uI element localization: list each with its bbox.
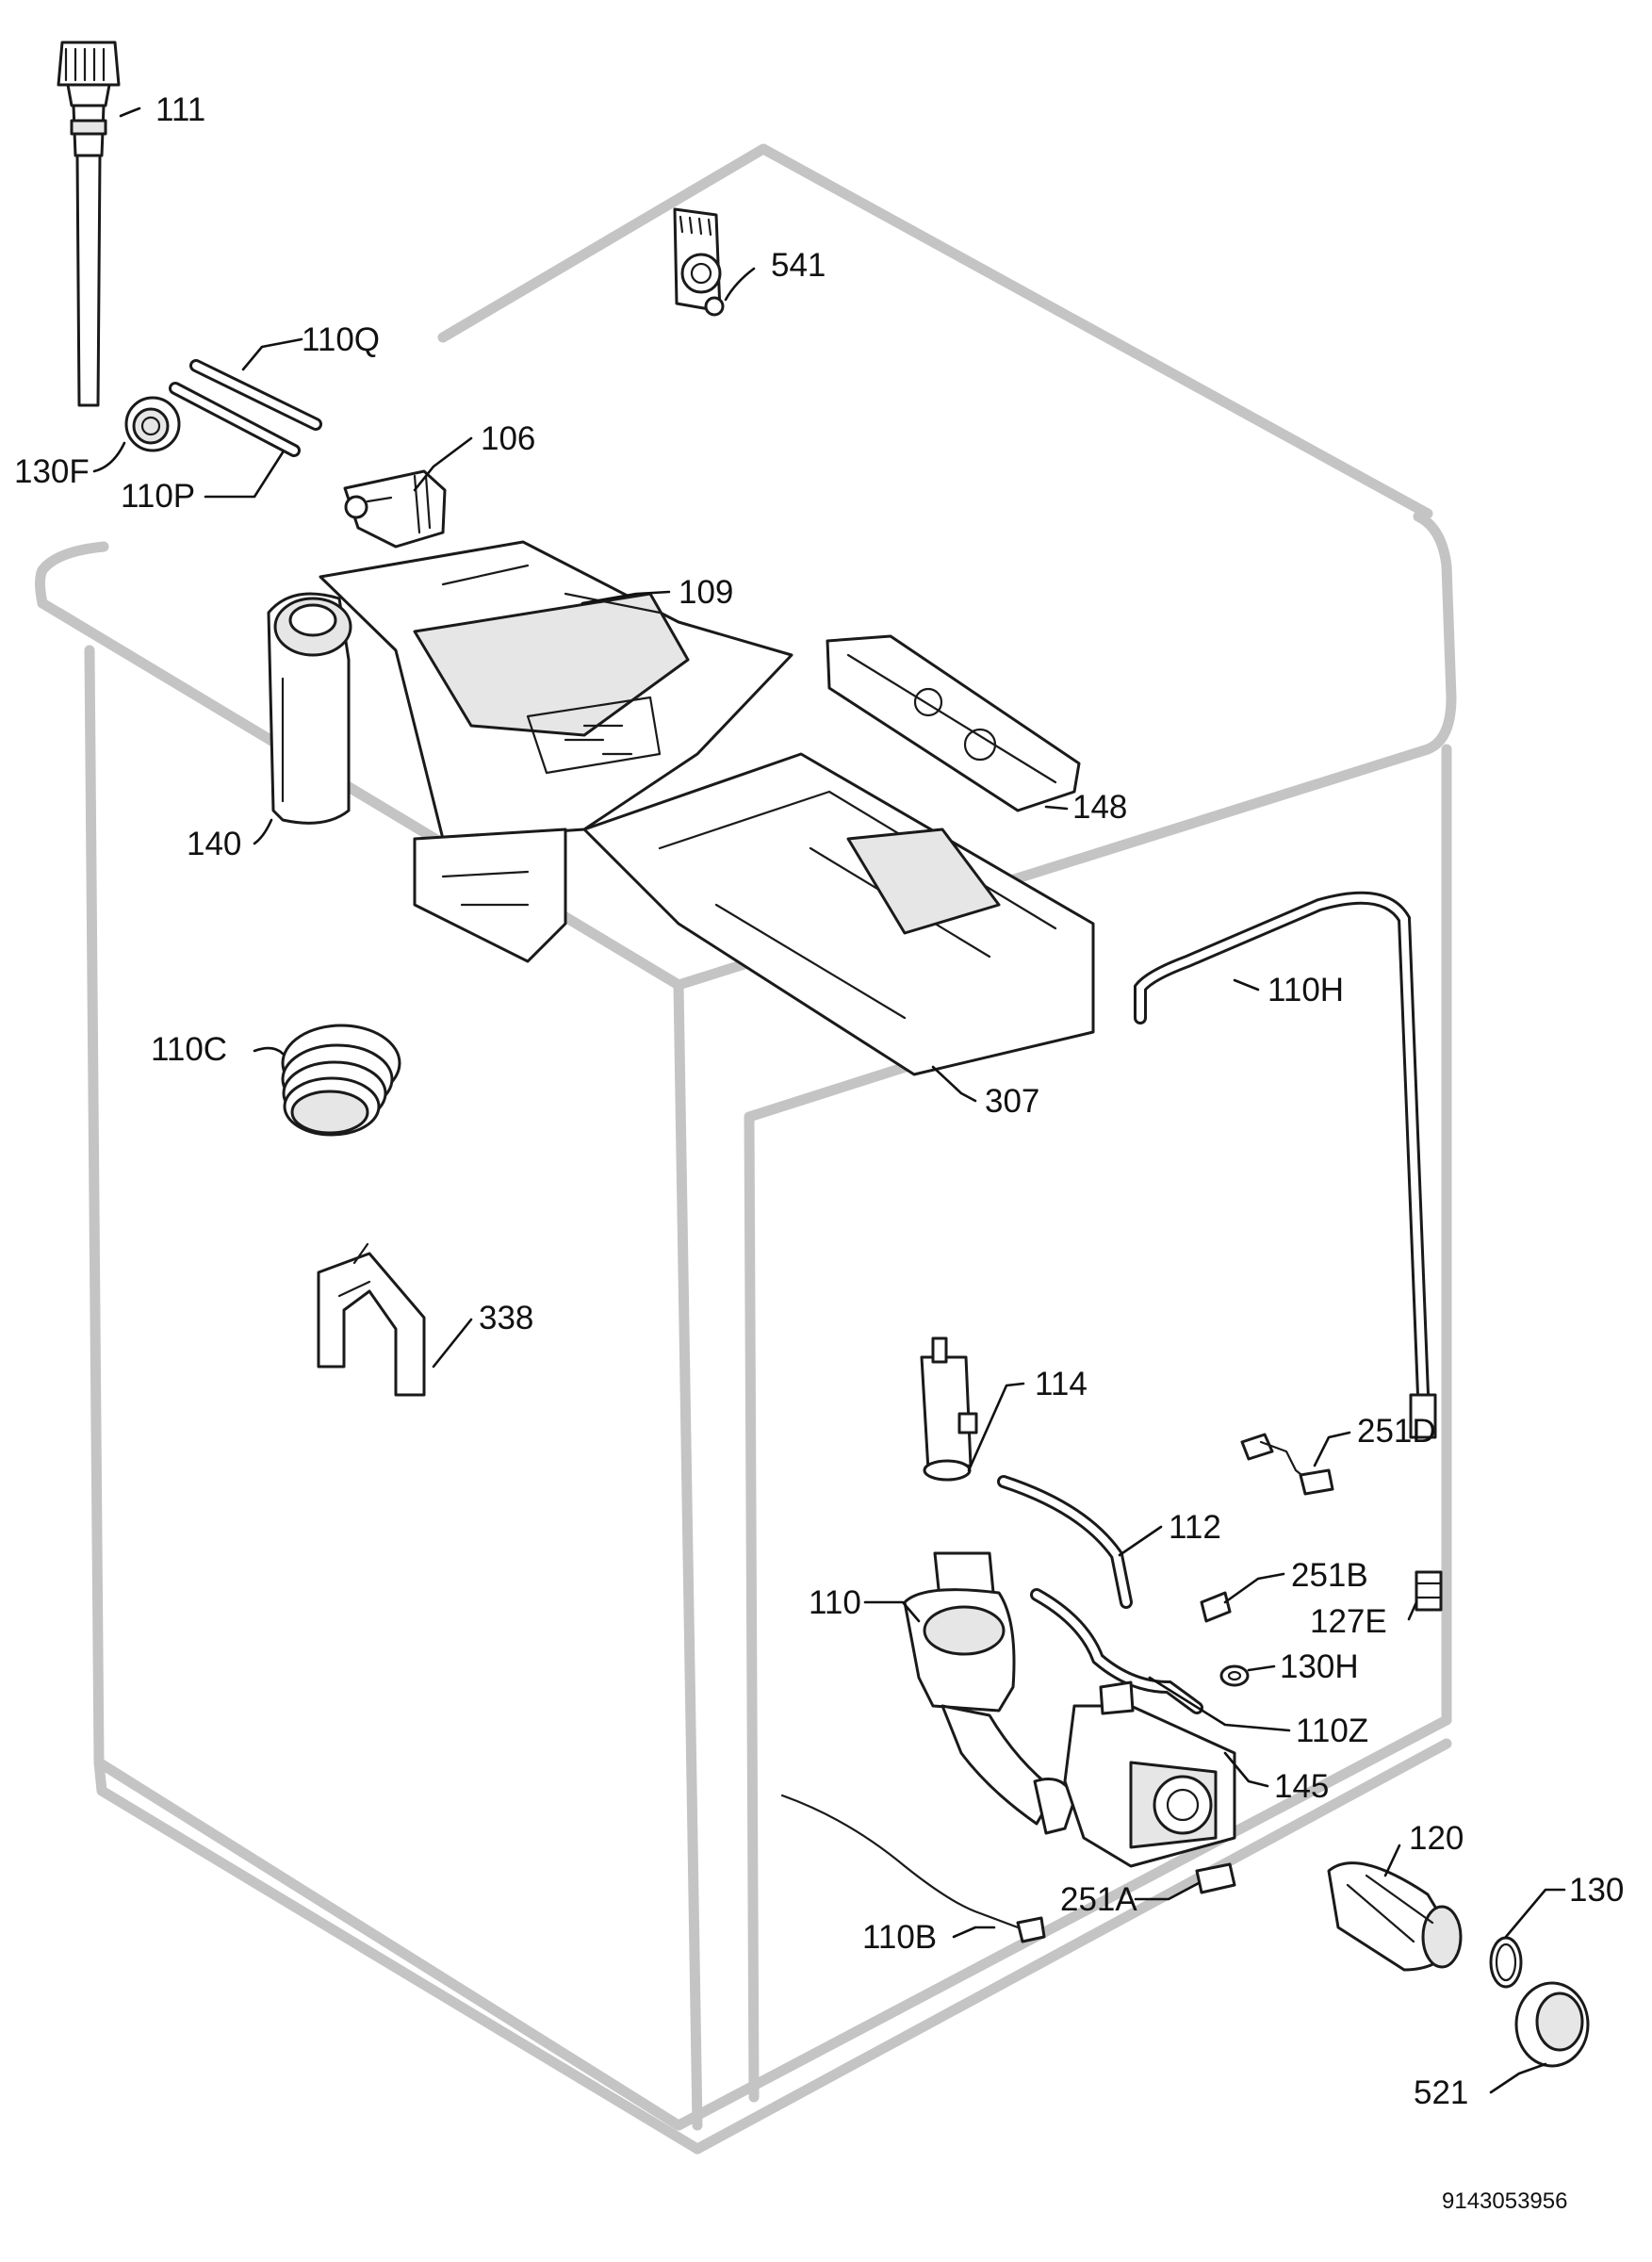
cabinet-outline	[35, 143, 1457, 2155]
callout-112: 112	[1169, 1509, 1221, 1546]
bellows-110C	[281, 1024, 401, 1137]
callout-140: 140	[187, 826, 241, 862]
callout-110B: 110B	[862, 1919, 937, 1956]
diagram-reference-number: 9143053956	[1442, 2188, 1567, 2214]
callout-521: 521	[1414, 2074, 1468, 2111]
callout-labels: 111 541 110Q 130F 110P 106 109 140 148 1…	[14, 91, 1624, 2111]
wiring-251D	[1240, 1433, 1334, 1496]
tube-110P	[169, 382, 301, 457]
leader-lines	[92, 107, 1566, 2094]
callout-541: 541	[771, 247, 826, 284]
pipe-140	[267, 592, 352, 825]
callout-110Q: 110Q	[302, 321, 380, 358]
sensor-114	[920, 1336, 978, 1482]
callout-127E: 127E	[1310, 1603, 1387, 1640]
sump-110	[903, 1551, 1076, 1835]
cable-110B	[780, 1794, 1046, 1943]
callout-130F: 130F	[14, 453, 90, 490]
callout-338: 338	[479, 1300, 533, 1336]
callout-251D: 251D	[1357, 1413, 1436, 1450]
callout-130: 130	[1569, 1872, 1624, 1909]
tube-110Q	[189, 359, 322, 431]
hose-112	[997, 1475, 1133, 1609]
callout-307: 307	[985, 1083, 1039, 1120]
callout-110P: 110P	[121, 478, 195, 515]
bracket-541	[673, 207, 725, 317]
callout-120: 120	[1409, 1820, 1464, 1857]
callout-145: 145	[1274, 1768, 1329, 1805]
callout-110: 110	[809, 1584, 861, 1621]
grommet-130H	[1219, 1664, 1250, 1687]
callout-148: 148	[1072, 789, 1127, 826]
fitting-127E	[1415, 1570, 1443, 1612]
callout-251A: 251A	[1060, 1881, 1137, 1918]
cap-521	[1514, 1981, 1590, 2068]
callout-110Z: 110Z	[1296, 1713, 1368, 1749]
callout-110H: 110H	[1268, 972, 1344, 1008]
callout-130H: 130H	[1280, 1648, 1359, 1685]
o-ring-130	[1489, 1936, 1523, 1989]
callout-114: 114	[1035, 1366, 1088, 1402]
handle-148	[826, 634, 1081, 812]
nut-130F	[124, 396, 181, 452]
hose-110H	[1134, 891, 1437, 1439]
callout-111: 111	[155, 91, 205, 128]
callout-251B: 251B	[1291, 1557, 1368, 1594]
hose-110Z	[1030, 1588, 1203, 1714]
valve-106	[343, 469, 447, 549]
inlet-hose-111	[57, 41, 121, 407]
dispenser-housing-109	[319, 540, 1095, 1076]
callout-106: 106	[481, 420, 535, 457]
callout-110C: 110C	[151, 1031, 227, 1068]
connector-251A	[1195, 1862, 1236, 1894]
connector-251B	[1200, 1591, 1232, 1623]
hose-guide-338	[317, 1242, 426, 1397]
callout-109: 109	[679, 574, 733, 611]
filter-120	[1327, 1861, 1463, 1972]
pump-145	[1063, 1680, 1236, 1868]
